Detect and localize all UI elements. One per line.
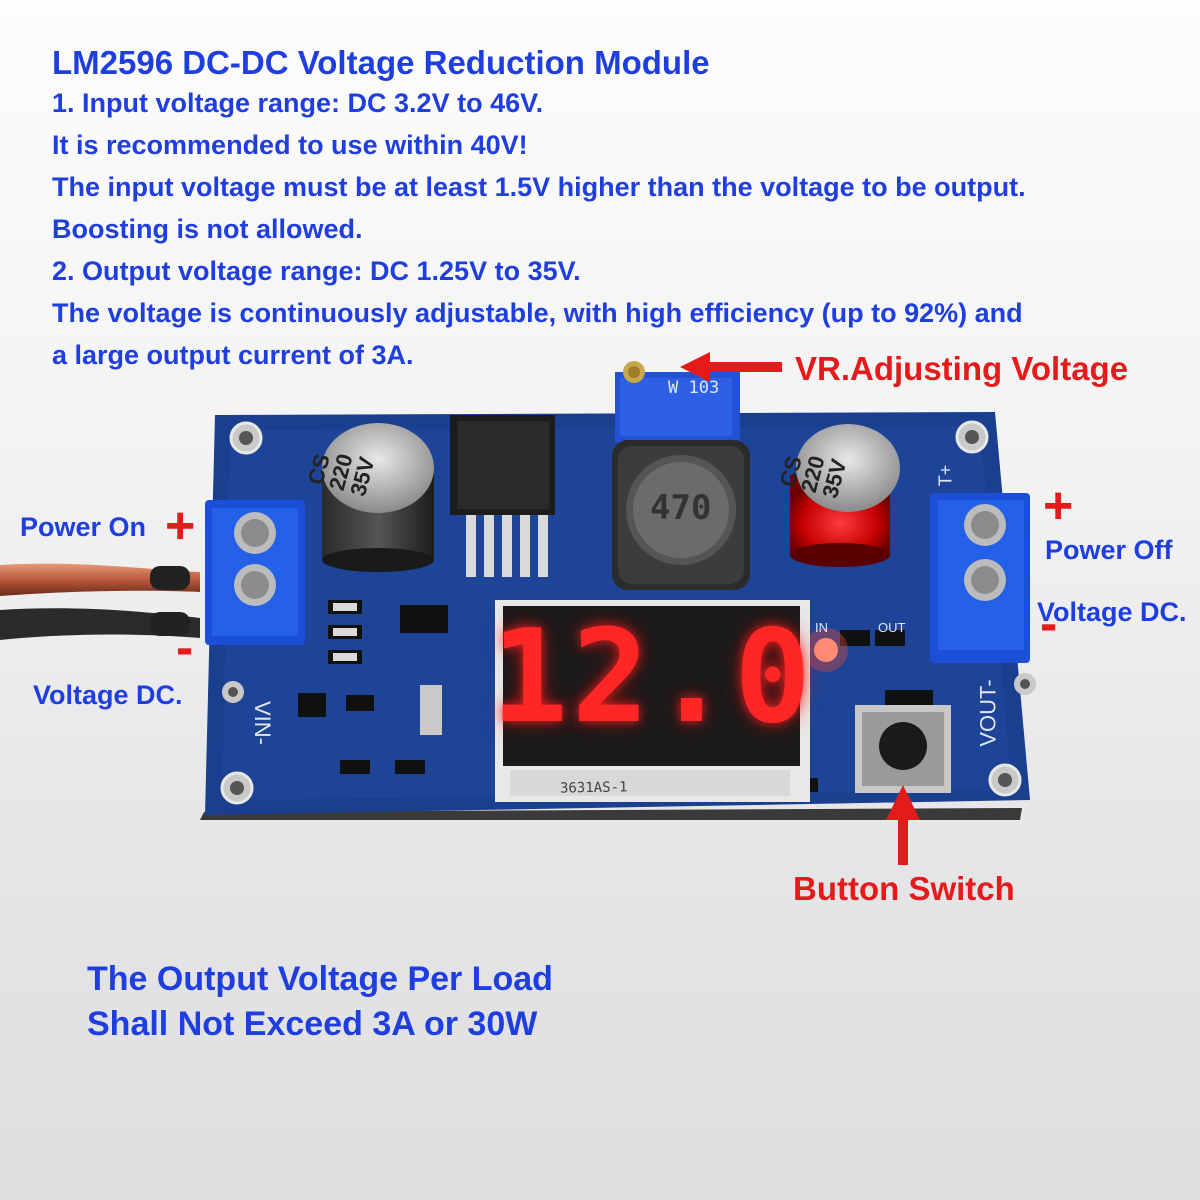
arrow-vr-icon [680,352,782,382]
callout-vr-adjust: VR.Adjusting Voltage [795,350,1129,387]
push-button [855,705,951,793]
arrow-button-icon [886,785,920,865]
plus-sign-right: + [1043,477,1074,535]
label-voltage-dc-left: Voltage DC. [33,680,183,710]
silk-tplus-label: T+ [935,464,956,487]
wire-black [0,608,200,640]
led-indicator-icon [814,638,838,662]
page-title: LM2596 DC-DC Voltage Reduction Module [52,44,710,81]
inductor-label: 470 [650,488,712,528]
voltage-display-readout: 12.0 [490,602,816,752]
label-power-on: Power On [20,512,147,542]
spec-line-3: The input voltage must be at least 1.5V … [52,172,1026,202]
display-model-label: 3631AS-1 [559,779,628,797]
footer-warning-line-1: The Output Voltage Per Load [87,960,553,998]
spec-line-4: Boosting is not allowed. [52,214,363,244]
wire-red [0,563,200,596]
footer-warning-line-2: Shall Not Exceed 3A or 30W [87,1005,538,1043]
spec-line-2: It is recommended to use within 40V! [52,130,528,160]
silk-vout-label: VOUT- [975,679,1001,747]
plus-sign-left: + [165,497,196,555]
spec-line-5: 2. Output voltage range: DC 1.25V to 35V… [52,256,581,286]
inductor [612,440,750,590]
label-voltage-dc-right: Voltage DC. [1037,597,1187,627]
capacitor-right [790,424,900,567]
silk-vin-label: VIN- [250,701,275,745]
board-edge [200,808,1022,820]
spec-line-1: 1. Input voltage range: DC 3.2V to 46V. [52,88,544,118]
lm2596-ic [450,415,555,577]
pot-label: W 103 [668,378,720,398]
spec-line-7: a large output current of 3A. [52,340,414,370]
potentiometer [615,361,740,442]
minus-sign-right: - [1040,595,1058,653]
seven-segment-display-body [495,600,810,802]
spec-line-6: The voltage is continuously adjustable, … [52,298,1023,328]
silk-out-label: OUT [878,620,906,635]
label-power-off: Power Off [1045,535,1173,565]
minus-sign-left: - [176,619,194,677]
callout-button-switch: Button Switch [793,870,1015,907]
capacitor-left [322,423,434,572]
silk-in-label: IN [815,620,828,635]
